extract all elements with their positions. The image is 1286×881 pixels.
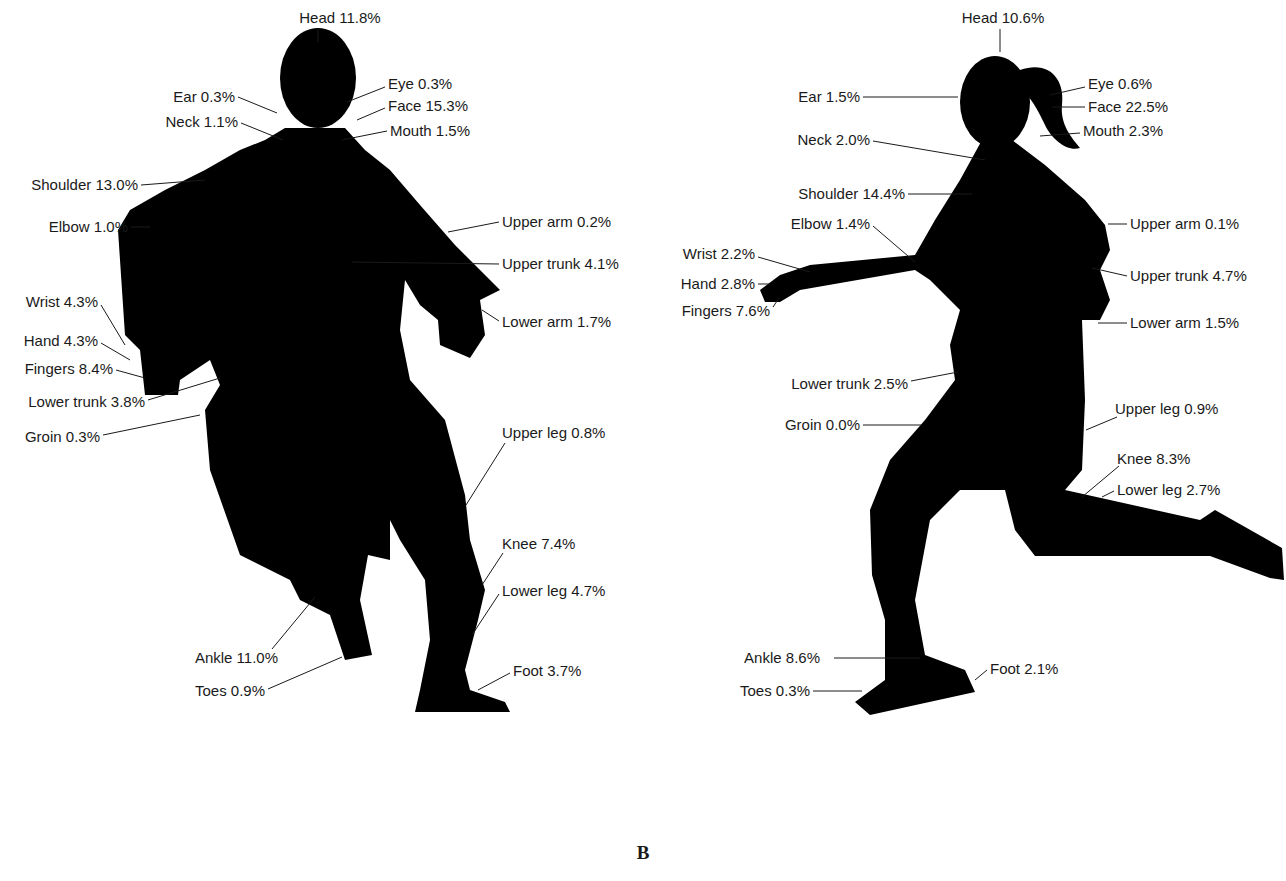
leader-line: [758, 257, 810, 272]
leader-line: [482, 553, 503, 585]
injury-label: Groin 0.3%: [25, 428, 100, 446]
injury-label: Head 10.6%: [962, 9, 1045, 27]
leader-line: [1102, 491, 1114, 497]
leader-line: [347, 87, 385, 102]
leader-line: [911, 372, 958, 381]
injury-label: Lower leg 2.7%: [1117, 481, 1220, 499]
injury-label: Mouth 2.3%: [1083, 122, 1163, 140]
injury-label: Upper leg 0.9%: [1115, 400, 1218, 418]
injury-label: Fingers 8.4%: [25, 360, 113, 378]
leader-line: [448, 222, 499, 232]
injury-label: Elbow 1.4%: [791, 215, 870, 233]
injury-label: Shoulder 13.0%: [31, 176, 138, 194]
leader-line: [1086, 417, 1117, 430]
leader-line: [466, 443, 505, 505]
injury-label: Upper leg 0.8%: [502, 424, 605, 442]
injury-label: Eye 0.6%: [1088, 75, 1152, 93]
injury-label: Foot 3.7%: [513, 662, 581, 680]
leader-line: [482, 310, 499, 321]
leader-line: [241, 123, 283, 140]
injury-label: Upper trunk 4.7%: [1130, 267, 1247, 285]
leader-line: [1000, 29, 1001, 52]
leader-line: [1092, 268, 1127, 276]
leader-line: [101, 343, 130, 360]
injury-label: Fingers 7.6%: [682, 302, 770, 320]
injury-label: Lower trunk 3.8%: [28, 393, 145, 411]
injury-label: Neck 1.1%: [165, 113, 238, 131]
leader-line: [472, 594, 499, 635]
injury-label: Face 15.3%: [388, 97, 468, 115]
injury-label: Eye 0.3%: [388, 75, 452, 93]
injury-label: Ankle 11.0%: [195, 649, 278, 667]
injury-label: Lower trunk 2.5%: [791, 375, 908, 393]
injury-label: Lower arm 1.5%: [1130, 314, 1239, 332]
leader-line: [873, 141, 985, 160]
injury-label: Hand 4.3%: [24, 332, 98, 350]
injury-label: Upper trunk 4.1%: [502, 255, 619, 273]
leader-line: [1082, 466, 1119, 497]
injury-label: Shoulder 14.4%: [798, 185, 905, 203]
injury-label: Toes 0.9%: [195, 682, 265, 700]
leader-line: [148, 378, 220, 400]
injury-label: Head 11.8%: [299, 9, 380, 27]
injury-label: Knee 7.4%: [502, 535, 575, 553]
injury-label: Mouth 1.5%: [390, 122, 470, 140]
leader-line: [758, 284, 770, 285]
leader-line: [813, 691, 862, 692]
injury-label: Ear 1.5%: [798, 88, 860, 106]
injury-label: Wrist 2.2%: [683, 245, 755, 263]
leader-line: [342, 131, 387, 140]
injury-label: Neck 2.0%: [797, 131, 870, 149]
injury-label: Lower leg 4.7%: [502, 582, 605, 600]
leader-line: [272, 597, 315, 649]
female-body: [760, 140, 1284, 715]
leader-line: [238, 97, 277, 113]
injury-label: Face 22.5%: [1088, 98, 1168, 116]
female-head: [960, 56, 1030, 148]
leader-line: [773, 298, 779, 307]
leader-line: [101, 305, 125, 345]
injury-label: Groin 0.0%: [785, 416, 860, 434]
leader-line: [141, 180, 205, 185]
leader-line: [318, 29, 319, 42]
leader-line: [873, 226, 915, 262]
leader-line: [863, 97, 958, 98]
leader-line: [357, 108, 385, 120]
leader-line: [103, 415, 200, 435]
injury-label: Elbow 1.0%: [49, 218, 128, 236]
injury-label: Ankle 8.6%: [744, 649, 820, 667]
leader-line: [1050, 87, 1085, 95]
leader-line: [834, 658, 920, 659]
injury-label: Foot 2.1%: [990, 660, 1058, 678]
injury-label: Lower arm 1.7%: [502, 313, 611, 331]
leader-line: [478, 673, 510, 690]
leader-line: [975, 670, 987, 680]
leader-line: [1098, 323, 1127, 324]
panel-letter: B: [637, 844, 650, 862]
injury-label: Upper arm 0.2%: [502, 213, 611, 231]
injury-label: Hand 2.8%: [681, 275, 755, 293]
injury-label: Toes 0.3%: [740, 682, 810, 700]
leader-line: [131, 227, 150, 228]
leader-line: [268, 657, 342, 689]
leader-line: [1040, 133, 1080, 136]
leader-line: [1052, 107, 1085, 108]
leader-line: [352, 262, 499, 264]
injury-label: Ear 0.3%: [173, 88, 235, 106]
leader-line: [1108, 224, 1127, 225]
injury-label: Upper arm 0.1%: [1130, 215, 1239, 233]
injury-label: Wrist 4.3%: [26, 293, 98, 311]
leader-line: [863, 425, 922, 426]
female-ponytail: [1020, 67, 1080, 148]
leader-line: [908, 194, 972, 195]
leader-line: [116, 370, 145, 378]
male-head: [280, 28, 356, 128]
injury-label: Knee 8.3%: [1117, 450, 1190, 468]
